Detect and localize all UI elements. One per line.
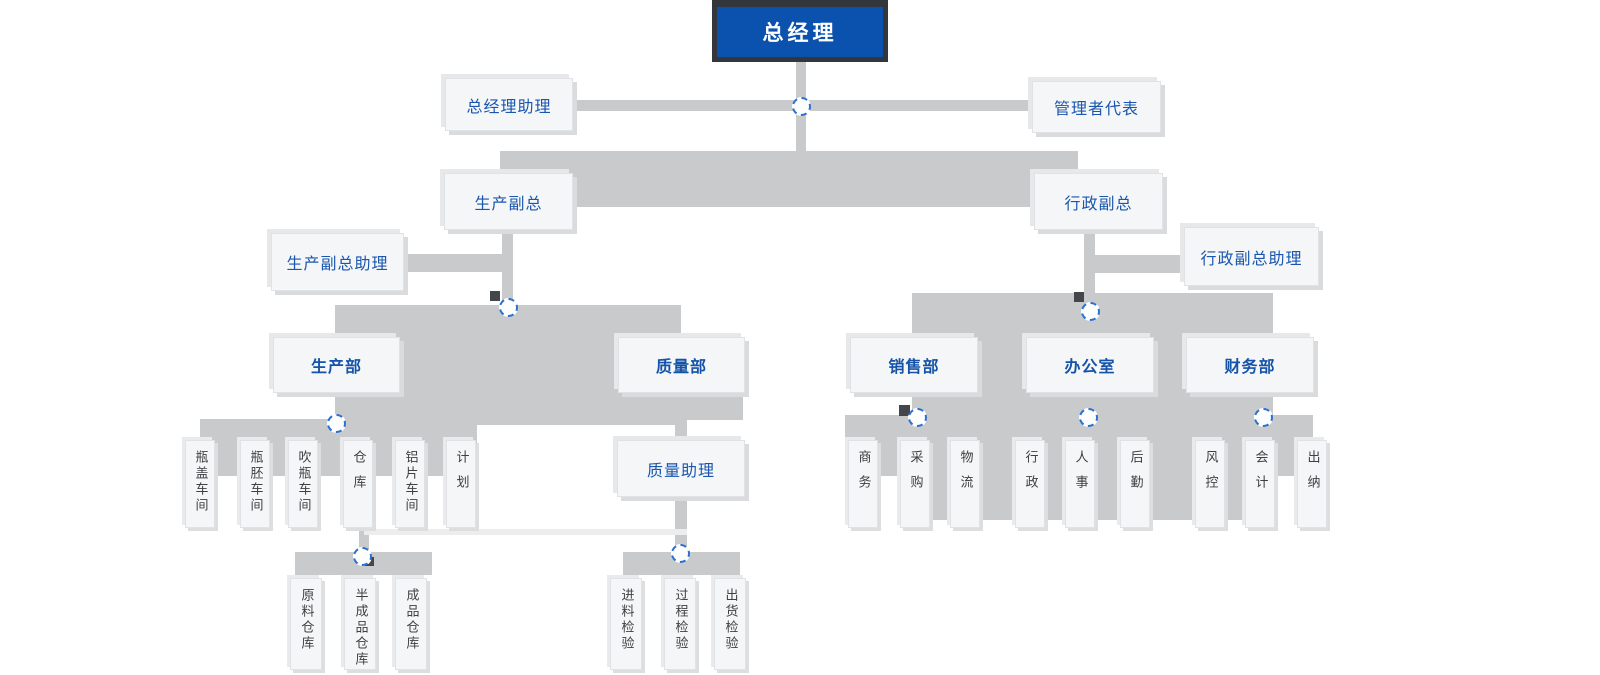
link-dot-production-vp-icon[interactable]: [499, 298, 518, 317]
node-dept-production[interactable]: 生产部: [273, 337, 400, 393]
node-unit-cap-workshop[interactable]: 瓶盖车间: [185, 440, 215, 528]
node-process-inspection[interactable]: 过程检验: [664, 578, 696, 670]
node-raw-material-store[interactable]: 原料仓库: [290, 578, 322, 670]
connector-production-vp-down: [502, 230, 513, 308]
node-gm-assistant[interactable]: 总经理助理: [445, 78, 573, 131]
connector-warehouse-down: [359, 527, 369, 553]
link-dot-warehouse-icon[interactable]: [353, 547, 372, 566]
link-dot-office-dept-icon[interactable]: [1079, 408, 1098, 427]
node-unit-cashier[interactable]: 出纳: [1297, 440, 1327, 528]
connector-quality-assistant-down: [675, 497, 687, 552]
node-unit-purchasing[interactable]: 采购: [900, 440, 930, 528]
node-unit-aluminum-workshop[interactable]: 铝片车间: [395, 440, 425, 528]
node-unit-administration[interactable]: 行政: [1015, 440, 1045, 528]
node-dept-sales[interactable]: 销售部: [850, 337, 978, 393]
node-incoming-inspection[interactable]: 进料检验: [610, 578, 642, 670]
connector-admin-vp-down: [1084, 230, 1095, 308]
node-unit-hr[interactable]: 人事: [1065, 440, 1095, 528]
selection-handle-admin-vp-icon[interactable]: [1074, 292, 1084, 302]
node-finished-goods-store[interactable]: 成品仓库: [395, 578, 427, 670]
node-unit-accounting[interactable]: 会计: [1245, 440, 1275, 528]
connector-admin-vp-assistant: [1095, 255, 1185, 273]
selection-handle-production-vp-icon[interactable]: [490, 291, 500, 301]
node-unit-planning[interactable]: 计划: [446, 440, 476, 528]
link-dot-production-dept-icon[interactable]: [327, 414, 346, 433]
link-dot-root-icon[interactable]: [792, 97, 811, 116]
connector-bottom-light-line: [364, 529, 687, 535]
node-quality-assistant[interactable]: 质量助理: [617, 440, 745, 497]
node-dept-office[interactable]: 办公室: [1026, 337, 1154, 393]
node-dept-quality[interactable]: 质量部: [618, 337, 745, 393]
node-dept-finance[interactable]: 财务部: [1186, 337, 1314, 393]
node-general-manager[interactable]: 总经理: [712, 0, 888, 62]
selection-handle-sales-icon[interactable]: [899, 405, 910, 416]
node-production-vp-assistant[interactable]: 生产副总助理: [271, 233, 404, 291]
connector-production-vp-assistant: [403, 254, 503, 272]
link-dot-sales-dept-icon[interactable]: [908, 408, 927, 427]
node-unit-support[interactable]: 后勤: [1120, 440, 1150, 528]
node-production-vp[interactable]: 生产副总: [444, 173, 573, 230]
node-unit-blowing-workshop[interactable]: 吹瓶车间: [288, 440, 318, 528]
connector-vp-band: [500, 151, 1078, 207]
node-management-representative[interactable]: 管理者代表: [1032, 81, 1161, 133]
node-semi-finished-store[interactable]: 半成品仓库: [344, 578, 376, 670]
node-unit-commerce[interactable]: 商务: [848, 440, 878, 528]
link-dot-finance-dept-icon[interactable]: [1254, 408, 1273, 427]
node-unit-preform-workshop[interactable]: 瓶胚车间: [240, 440, 270, 528]
node-admin-vp-assistant[interactable]: 行政副总助理: [1184, 227, 1319, 286]
node-unit-logistics[interactable]: 物流: [950, 440, 980, 528]
node-admin-vp[interactable]: 行政副总: [1034, 173, 1163, 230]
node-unit-warehouse[interactable]: 仓库: [343, 440, 373, 528]
link-dot-admin-vp-icon[interactable]: [1081, 302, 1100, 321]
connector-quality-elbow: [681, 392, 743, 420]
node-unit-risk-control[interactable]: 风控: [1195, 440, 1225, 528]
node-outgoing-inspection[interactable]: 出货检验: [714, 578, 746, 670]
link-dot-quality-assistant-icon[interactable]: [671, 544, 690, 563]
connector-inspection-rake: [623, 552, 740, 575]
